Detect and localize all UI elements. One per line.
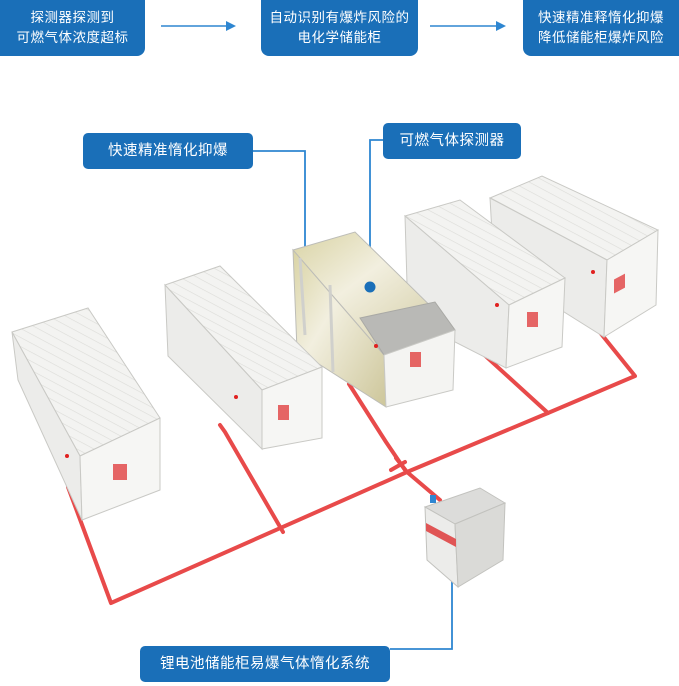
callout-inerting-system-title: 锂电池储能柜易爆气体惰化系统 <box>140 646 390 682</box>
process-step-suppress: 快速精准释惰化抑爆 降低储能柜爆炸风险 <box>523 0 679 56</box>
leader-line-detector <box>369 139 383 287</box>
container-3-cutaway <box>292 231 456 408</box>
step-line: 电化学储能柜 <box>297 30 382 46</box>
inerting-control-unit <box>423 487 507 589</box>
container-2 <box>164 265 323 451</box>
process-step-detect: 探测器探测到 可燃气体浓度超标 <box>0 0 145 56</box>
container-1 <box>11 307 161 521</box>
leader-line-system <box>390 580 453 650</box>
container-4 <box>403 199 566 369</box>
step-line: 可燃气体浓度超标 <box>16 30 129 46</box>
flow-arrow-2 <box>430 21 506 31</box>
callout-rapid-inert-suppression: 快速精准惰化抑爆 <box>83 133 253 169</box>
callout-combustible-gas-detector: 可燃气体探测器 <box>383 123 521 159</box>
step-line: 探测器探测到 <box>30 10 115 26</box>
detector-marker-icon <box>364 281 376 293</box>
step-line: 快速精准释惰化抑爆 <box>538 10 664 26</box>
flow-arrow-1 <box>161 21 236 31</box>
process-step-identify: 自动识别有爆炸风险的 电化学储能柜 <box>261 0 418 56</box>
step-line: 自动识别有爆炸风险的 <box>269 10 410 26</box>
step-line: 降低储能柜爆炸风险 <box>538 30 664 46</box>
